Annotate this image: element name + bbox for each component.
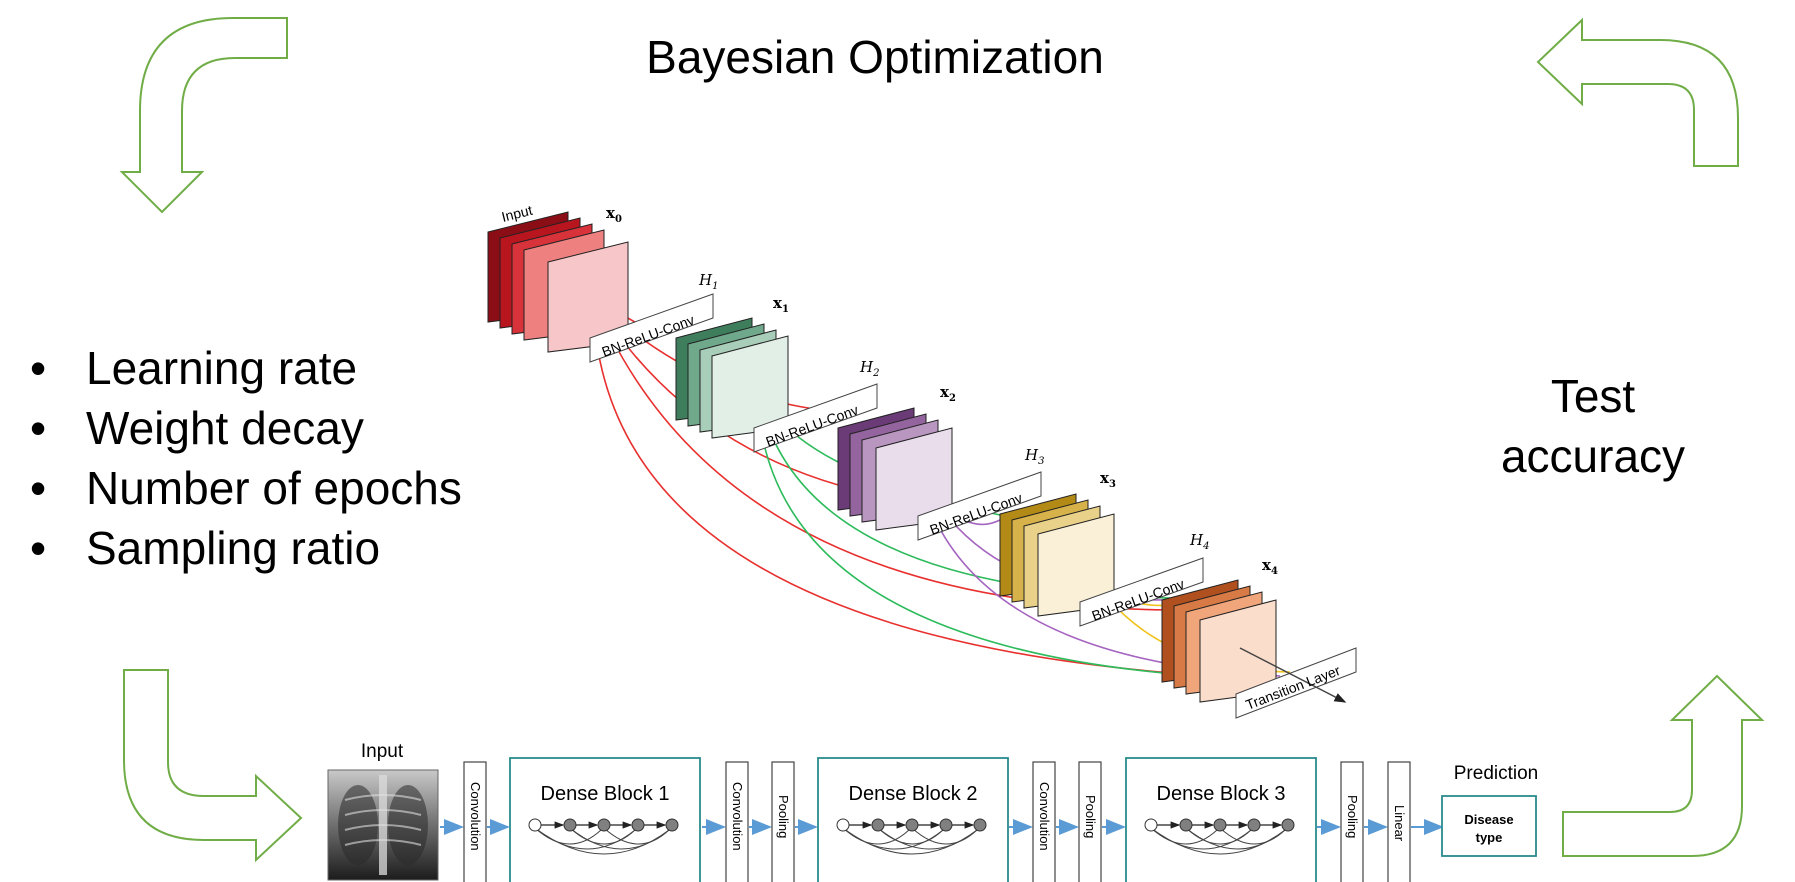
dense-node xyxy=(836,818,850,832)
densenet-input-label: Input xyxy=(500,202,534,225)
svg-text:Linear: Linear xyxy=(1392,805,1407,842)
stage-convolution-2: Convolution xyxy=(725,761,749,882)
x2-label: x2 xyxy=(940,383,956,404)
svg-text:Pooling: Pooling xyxy=(776,795,791,838)
list-item: •Number of epochs xyxy=(30,462,462,514)
dense-block-2: Dense Block 2 xyxy=(817,757,1009,882)
transition-layer-box xyxy=(1235,647,1357,719)
h3-label: H3 xyxy=(1024,446,1044,467)
dense-node xyxy=(871,818,885,832)
dense-node xyxy=(1213,818,1227,832)
dense-node xyxy=(1247,818,1261,832)
list-item: •Learning rate xyxy=(30,342,358,394)
stage-pooling-3: Pooling xyxy=(1340,761,1364,882)
stage-linear: Linear xyxy=(1387,761,1411,882)
dense-node xyxy=(1144,818,1158,832)
dense-node xyxy=(1281,818,1295,832)
dense-node xyxy=(597,818,611,832)
h1-label: H1 xyxy=(698,271,718,292)
dense-node xyxy=(905,818,919,832)
loop-arrow-bottom-left xyxy=(123,669,303,863)
stage-pooling-1: Pooling xyxy=(771,761,795,882)
h2-label: H2 xyxy=(859,358,879,379)
feature-maps-x1 xyxy=(675,317,789,439)
list-item: •Sampling ratio xyxy=(30,522,381,574)
x3-label: x3 xyxy=(1100,469,1116,490)
dense-link xyxy=(911,827,978,845)
dense-node xyxy=(563,818,577,832)
dense-link xyxy=(1185,827,1286,850)
conv-box-h1 xyxy=(589,293,714,363)
stage-convolution-3: Convolution xyxy=(1032,761,1056,882)
feature-maps-x3 xyxy=(999,493,1115,617)
x0-label: x0 xyxy=(606,204,622,225)
pipeline-input-label: Input xyxy=(361,741,404,762)
dense-node xyxy=(528,818,542,832)
dense-node xyxy=(939,818,953,832)
loop-arrow-top-left xyxy=(119,17,288,214)
prediction-label: Prediction xyxy=(1454,763,1539,784)
x1-label: x1 xyxy=(773,294,789,315)
svg-text:Pooling: Pooling xyxy=(1083,795,1098,838)
svg-text:Dense Block 2: Dense Block 2 xyxy=(849,783,978,805)
feature-maps-x0 xyxy=(487,211,629,353)
x4-label: x4 xyxy=(1262,556,1278,577)
conv-box-h4 xyxy=(1079,557,1204,627)
dense-node xyxy=(1179,818,1193,832)
conv-box-h3 xyxy=(917,471,1042,541)
svg-text:Convolution: Convolution xyxy=(468,782,483,851)
svg-text:Dense Block 1: Dense Block 1 xyxy=(541,783,670,805)
feature-maps-x2 xyxy=(837,407,953,531)
conv-box-h2 xyxy=(753,383,878,453)
loop-arrow-top-right xyxy=(1536,17,1739,167)
svg-text:Dense Block 3: Dense Block 3 xyxy=(1157,783,1286,805)
dense-block-1: Dense Block 1 xyxy=(509,757,701,882)
test-accuracy-label: Test accuracy xyxy=(1500,370,1686,482)
dense-block-3: Dense Block 3 xyxy=(1125,757,1317,882)
xray-image xyxy=(327,769,439,881)
page-title: Bayesian Optimization xyxy=(646,31,1104,83)
stage-pooling-2: Pooling xyxy=(1078,761,1102,882)
dense-node xyxy=(665,818,679,832)
svg-text:Pooling: Pooling xyxy=(1345,795,1360,838)
dense-link xyxy=(877,827,978,850)
list-item: •Weight decay xyxy=(30,402,364,454)
link-x1-transition xyxy=(756,384,1291,681)
loop-arrow-bottom-right xyxy=(1562,674,1765,857)
dense-node xyxy=(973,818,987,832)
svg-text:Convolution: Convolution xyxy=(1037,782,1052,851)
dense-node xyxy=(631,818,645,832)
dense-link xyxy=(603,827,670,845)
feature-maps-x4 xyxy=(1161,579,1277,703)
pipeline: Input Convolution xyxy=(327,741,1539,882)
dense-link xyxy=(1219,827,1286,845)
h4-label: H4 xyxy=(1189,531,1209,552)
svg-text:Convolution: Convolution xyxy=(730,782,745,851)
stage-convolution-1: Convolution xyxy=(463,761,487,882)
dense-link xyxy=(569,827,670,850)
hyperparameter-list: •Learning rate •Weight decay •Number of … xyxy=(28,338,462,578)
